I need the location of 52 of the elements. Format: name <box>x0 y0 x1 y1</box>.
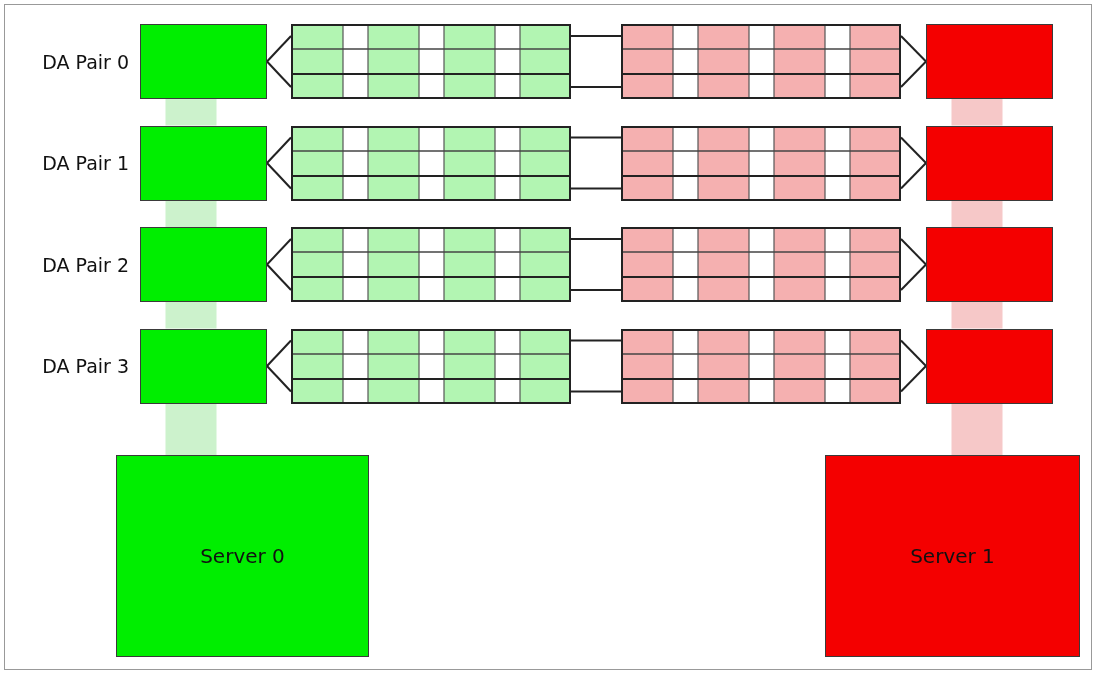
disk-enclosure <box>621 125 901 201</box>
disk-enclosure <box>291 24 571 99</box>
adapter-box <box>926 24 1053 99</box>
connector-line <box>570 86 622 88</box>
connection-band <box>951 99 1003 126</box>
connector-line <box>266 339 292 367</box>
connection-band <box>951 403 1003 455</box>
connector-line <box>570 289 622 291</box>
connector-line <box>570 187 622 190</box>
disk-enclosure <box>291 125 571 201</box>
connector-line <box>900 365 927 393</box>
connector-line <box>900 339 927 367</box>
connector-line <box>570 136 622 139</box>
connector-line <box>570 35 622 37</box>
da-pair-label: DA Pair 1 <box>42 152 129 174</box>
server-label: Server 0 <box>200 544 285 568</box>
connector-line <box>900 60 927 88</box>
connector-line <box>570 339 622 342</box>
connection-band <box>951 302 1003 329</box>
connector-line <box>900 238 927 266</box>
connection-band <box>165 200 217 227</box>
connector-line <box>266 162 292 190</box>
da-pair-label: DA Pair 0 <box>42 50 129 73</box>
disk-enclosure <box>621 328 901 404</box>
connector-line <box>570 238 622 240</box>
server-box <box>116 455 369 657</box>
connection-band <box>165 302 217 329</box>
connector-line <box>266 60 292 88</box>
disk-enclosure <box>291 227 571 302</box>
adapter-box <box>926 227 1053 302</box>
da-pair-label: DA Pair 3 <box>42 355 129 377</box>
connector-line <box>266 136 292 164</box>
connection-band <box>951 200 1003 227</box>
adapter-box <box>926 125 1053 201</box>
connector-line <box>900 35 927 63</box>
connector-line <box>266 238 292 266</box>
disk-enclosure <box>621 227 901 302</box>
connection-band <box>165 403 217 455</box>
connector-line <box>266 365 292 393</box>
da-pair-label: DA Pair 2 <box>42 253 129 276</box>
server-box <box>825 455 1080 657</box>
connection-band <box>165 99 217 126</box>
connector-line <box>266 263 292 291</box>
disk-enclosure <box>621 24 901 99</box>
connector-line <box>900 263 927 291</box>
server-label: Server 1 <box>910 544 995 568</box>
connector-line <box>900 162 927 190</box>
adapter-box <box>926 328 1053 404</box>
connector-line <box>266 35 292 63</box>
disk-enclosure <box>291 328 571 404</box>
connector-line <box>900 136 927 164</box>
connector-line <box>570 390 622 393</box>
